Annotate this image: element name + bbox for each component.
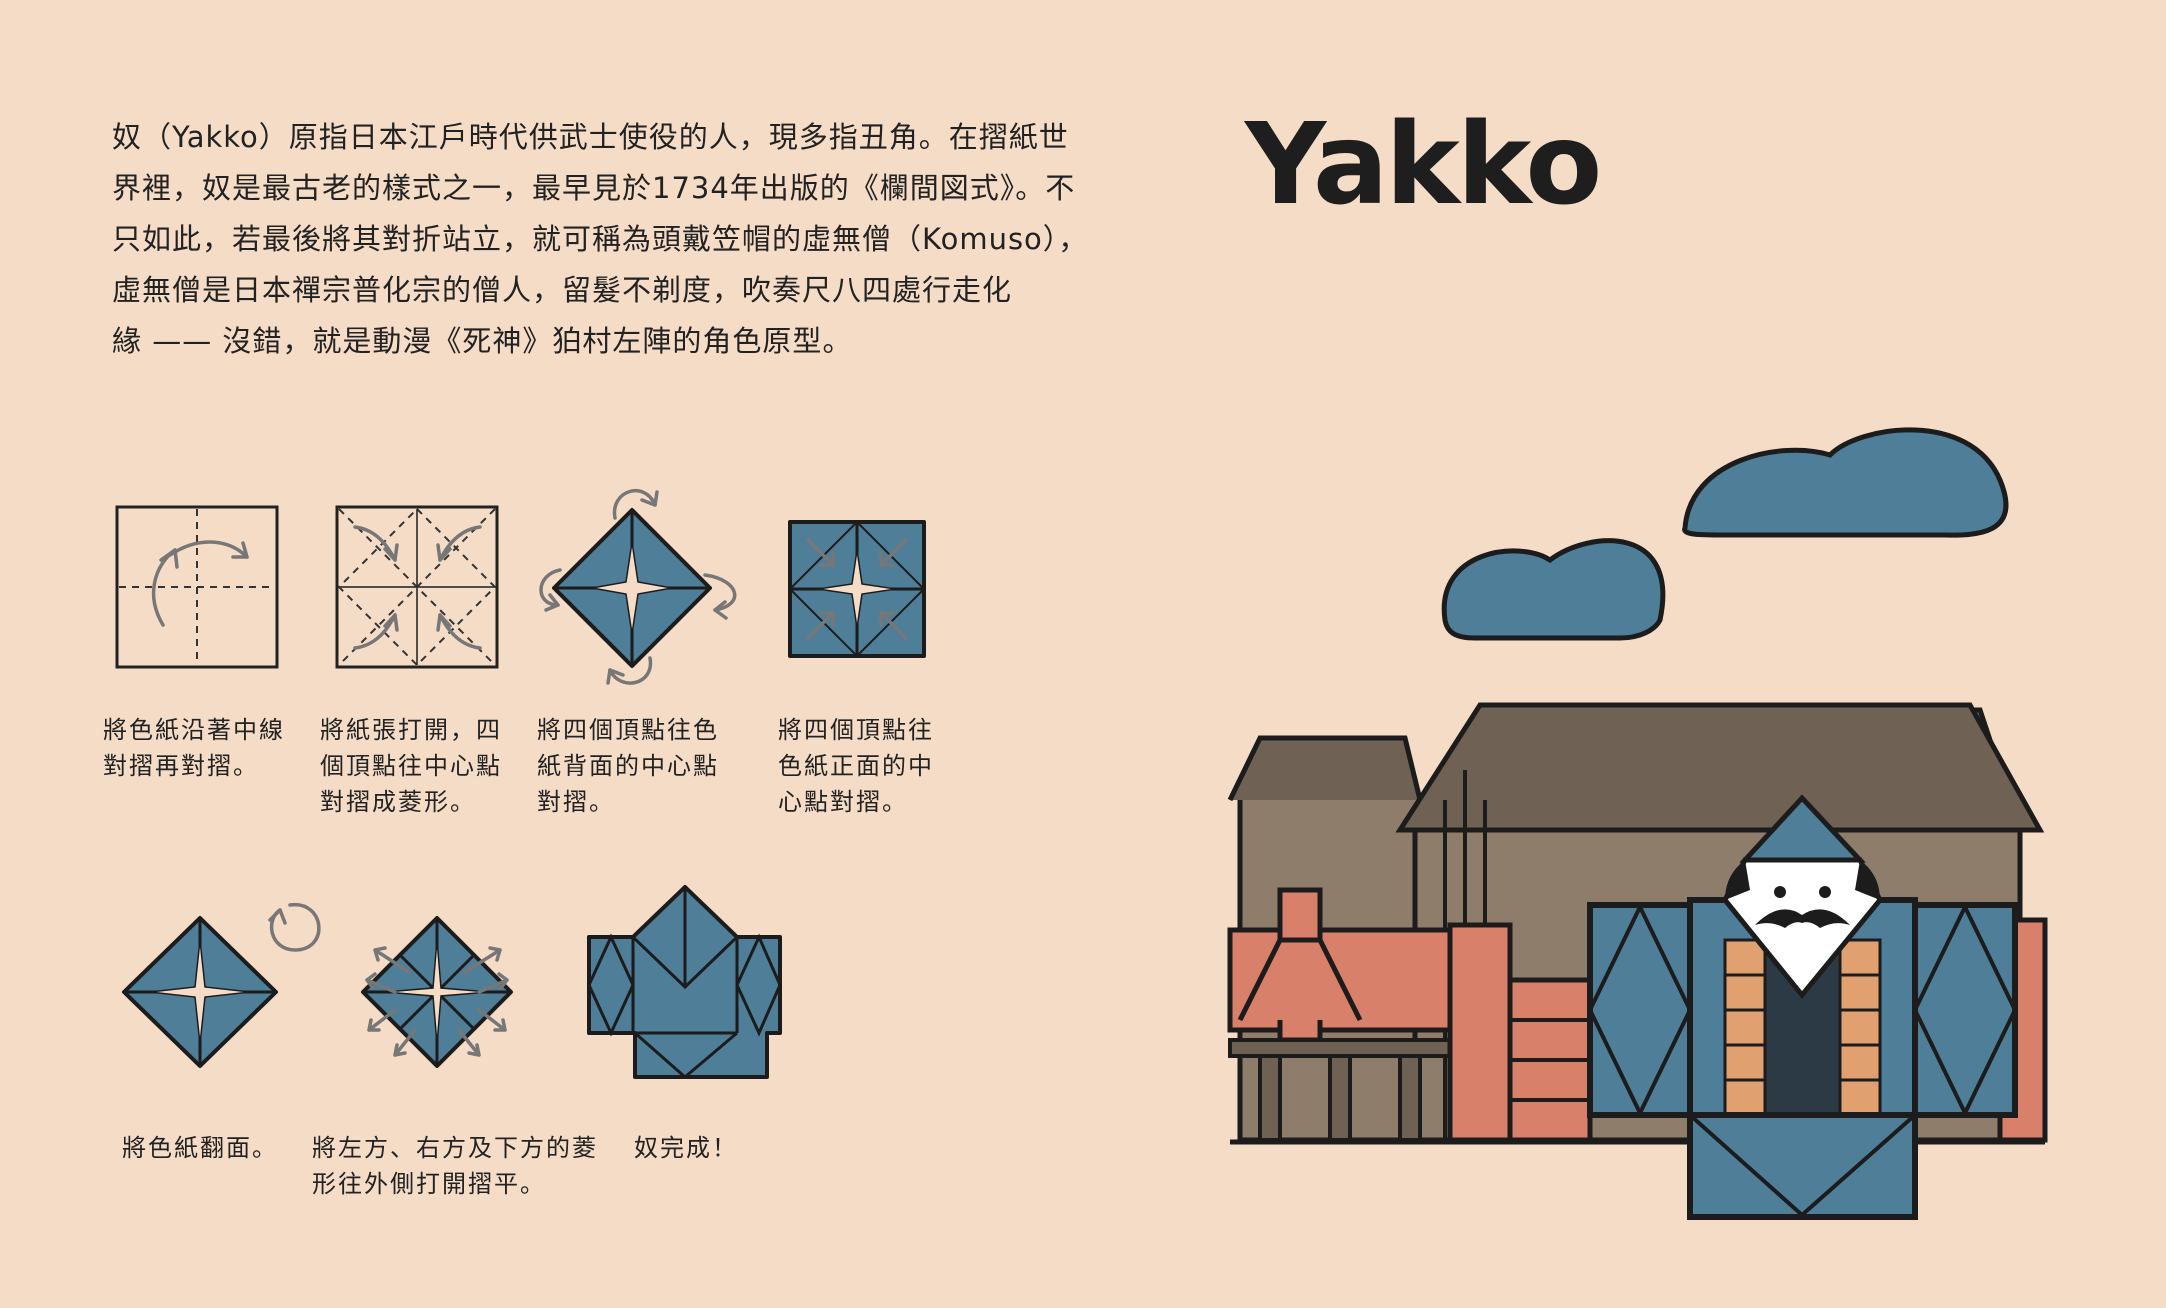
step-6-diagram-icon bbox=[361, 916, 513, 1068]
step-3-diagram-icon bbox=[539, 488, 737, 685]
step-7-caption: 奴完成！ bbox=[634, 1130, 738, 1166]
step-5-caption: 將色紙翻面。 bbox=[122, 1130, 278, 1166]
caption-line: 對摺。 bbox=[537, 788, 615, 816]
intro-line: 奴（Yakko）原指日本江戶時代供武士使役的人，現多指丑角。在摺紙世 bbox=[112, 120, 1069, 154]
step-3-caption: 將四個頂點往色 紙背面的中心點 對摺。 bbox=[537, 712, 719, 820]
cloud-icon bbox=[1441, 538, 1666, 641]
step-7-diagram-icon bbox=[587, 885, 782, 1079]
cloud-icon bbox=[1682, 427, 2009, 538]
caption-line: 形往外側打開摺平。 bbox=[312, 1170, 546, 1198]
step-1-diagram-icon bbox=[115, 505, 279, 669]
caption-line: 紙背面的中心點 bbox=[537, 752, 719, 780]
caption-line: 心點對摺。 bbox=[778, 788, 908, 816]
intro-paragraph: 奴（Yakko）原指日本江戶時代供武士使役的人，現多指丑角。在摺紙世 界裡，奴是… bbox=[112, 112, 1122, 367]
step-2-caption: 將紙張打開，四 個頂點往中心點 對摺成菱形。 bbox=[320, 712, 502, 820]
intro-line: 只如此，若最後將其對折站立，就可稱為頭戴笠帽的虛無僧（Komuso）， bbox=[112, 222, 1089, 256]
yakko-figure-icon bbox=[1587, 794, 2018, 1220]
yakko-illustration bbox=[1227, 427, 2048, 1220]
caption-line: 色紙正面的中 bbox=[778, 752, 934, 780]
caption-line: 對摺成菱形。 bbox=[320, 788, 476, 816]
caption-line: 對摺再對摺。 bbox=[103, 752, 259, 780]
caption-line: 奴完成！ bbox=[634, 1134, 738, 1162]
caption-line: 將左方、右方及下方的菱 bbox=[312, 1134, 598, 1162]
intro-line: 虛無僧是日本禪宗普化宗的僧人，留髮不剃度，吹奏尺八四處行走化 bbox=[112, 273, 1013, 307]
caption-line: 將色紙沿著中線 bbox=[103, 716, 285, 744]
step-2-diagram-icon bbox=[335, 505, 499, 669]
page-title: Yakko bbox=[1245, 100, 1602, 230]
intro-line: 界裡，奴是最古老的樣式之一，最早見於1734年出版的《欄間図式》。不 bbox=[112, 171, 1076, 205]
step-4-diagram-icon bbox=[788, 520, 926, 658]
caption-line: 將四個頂點往 bbox=[778, 716, 934, 744]
caption-line: 將色紙翻面。 bbox=[122, 1134, 278, 1162]
step-4-caption: 將四個頂點往 色紙正面的中 心點對摺。 bbox=[778, 712, 934, 820]
caption-line: 將四個頂點往色 bbox=[537, 716, 719, 744]
step-6-caption: 將左方、右方及下方的菱 形往外側打開摺平。 bbox=[312, 1130, 598, 1202]
step-1-caption: 將色紙沿著中線 對摺再對摺。 bbox=[103, 712, 285, 784]
caption-line: 將紙張打開，四 bbox=[320, 716, 502, 744]
intro-line: 緣 —— 沒錯，就是動漫《死神》狛村左陣的角色原型。 bbox=[112, 324, 853, 358]
step-5-diagram-icon bbox=[122, 903, 321, 1068]
caption-line: 個頂點往中心點 bbox=[320, 752, 502, 780]
